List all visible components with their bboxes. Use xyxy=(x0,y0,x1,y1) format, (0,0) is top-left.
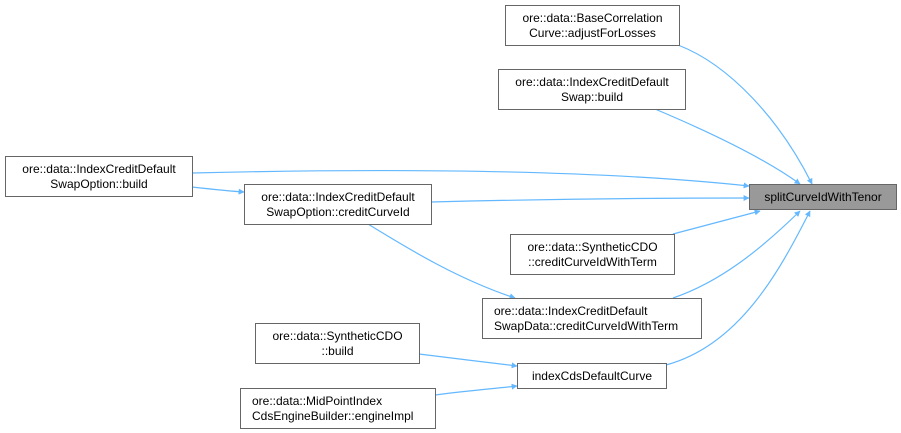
edge-icdsdcredit-to-target xyxy=(672,210,801,299)
node-label-line1: ore::data::SyntheticCDO xyxy=(527,239,658,254)
edge-icdsocredit-to-target xyxy=(430,195,750,203)
node-base-correlation-adjust-for-losses[interactable]: ore::data::BaseCorrelation Curve::adjust… xyxy=(505,5,680,46)
node-midpoint-index-cds-engine-impl[interactable]: ore::data::MidPointIndex CdsEngineBuilde… xyxy=(240,388,436,429)
node-label-line2: Curve::adjustForLosses xyxy=(529,25,656,40)
node-label-line1: ore::data::IndexCreditDefault xyxy=(494,303,648,318)
node-label-line1: ore::data::MidPointIndex xyxy=(252,393,383,408)
node-label-line2: SwapData::creditCurveIdWithTerm xyxy=(494,318,679,333)
node-label-line2: ::build xyxy=(321,343,354,358)
edge-icdsocredit-to-icdsdcredit xyxy=(367,223,516,300)
edge-basecorr-to-target xyxy=(677,44,813,185)
node-icds-option-build[interactable]: ore::data::IndexCreditDefault SwapOption… xyxy=(5,156,193,197)
edge-indexcds-to-target xyxy=(665,210,811,366)
edge-midpoint-to-indexcds xyxy=(434,383,518,396)
node-label-line2: SwapOption::build xyxy=(50,176,148,191)
edge-icdsbuild-to-target xyxy=(654,108,801,185)
node-label-line2: Swap::build xyxy=(560,89,624,104)
node-label-line1: ore::data::IndexCreditDefault xyxy=(22,161,176,176)
node-label-line1: ore::data::BaseCorrelation xyxy=(522,10,663,25)
node-synthetic-cdo-build[interactable]: ore::data::SyntheticCDO ::build xyxy=(255,323,420,364)
node-label-line2: ::creditCurveIdWithTerm xyxy=(528,254,657,269)
node-icds-option-credit-curve-id[interactable]: ore::data::IndexCreditDefault SwapOption… xyxy=(244,184,432,225)
node-label: splitCurveIdWithTenor xyxy=(764,189,882,204)
edge-icdsobuild-to-icdsocredit xyxy=(191,186,245,195)
node-split-curve-id-with-tenor[interactable]: splitCurveIdWithTenor xyxy=(749,184,897,210)
edge-icdsobuild-to-target xyxy=(191,169,750,189)
node-synthetic-cdo-credit-curve-id-with-term[interactable]: ore::data::SyntheticCDO ::creditCurveIdW… xyxy=(510,234,675,275)
node-label-line1: ore::data::IndexCreditDefault xyxy=(261,189,415,204)
node-icds-data-credit-curve-id-with-term[interactable]: ore::data::IndexCreditDefault SwapData::… xyxy=(482,298,702,339)
node-label-line2: CdsEngineBuilder::engineImpl xyxy=(252,408,414,423)
edge-scdocredit-to-target xyxy=(672,209,761,235)
edge-scdobuild-to-indexcds xyxy=(418,353,518,369)
node-label-line2: SwapOption::creditCurveId xyxy=(266,204,410,219)
node-label-line1: ore::data::IndexCreditDefault xyxy=(515,74,669,89)
node-label-line1: ore::data::SyntheticCDO xyxy=(272,328,403,343)
node-icds-build[interactable]: ore::data::IndexCreditDefault Swap::buil… xyxy=(498,69,686,110)
node-label: indexCdsDefaultCurve xyxy=(531,368,653,383)
node-index-cds-default-curve[interactable]: indexCdsDefaultCurve xyxy=(517,363,667,389)
